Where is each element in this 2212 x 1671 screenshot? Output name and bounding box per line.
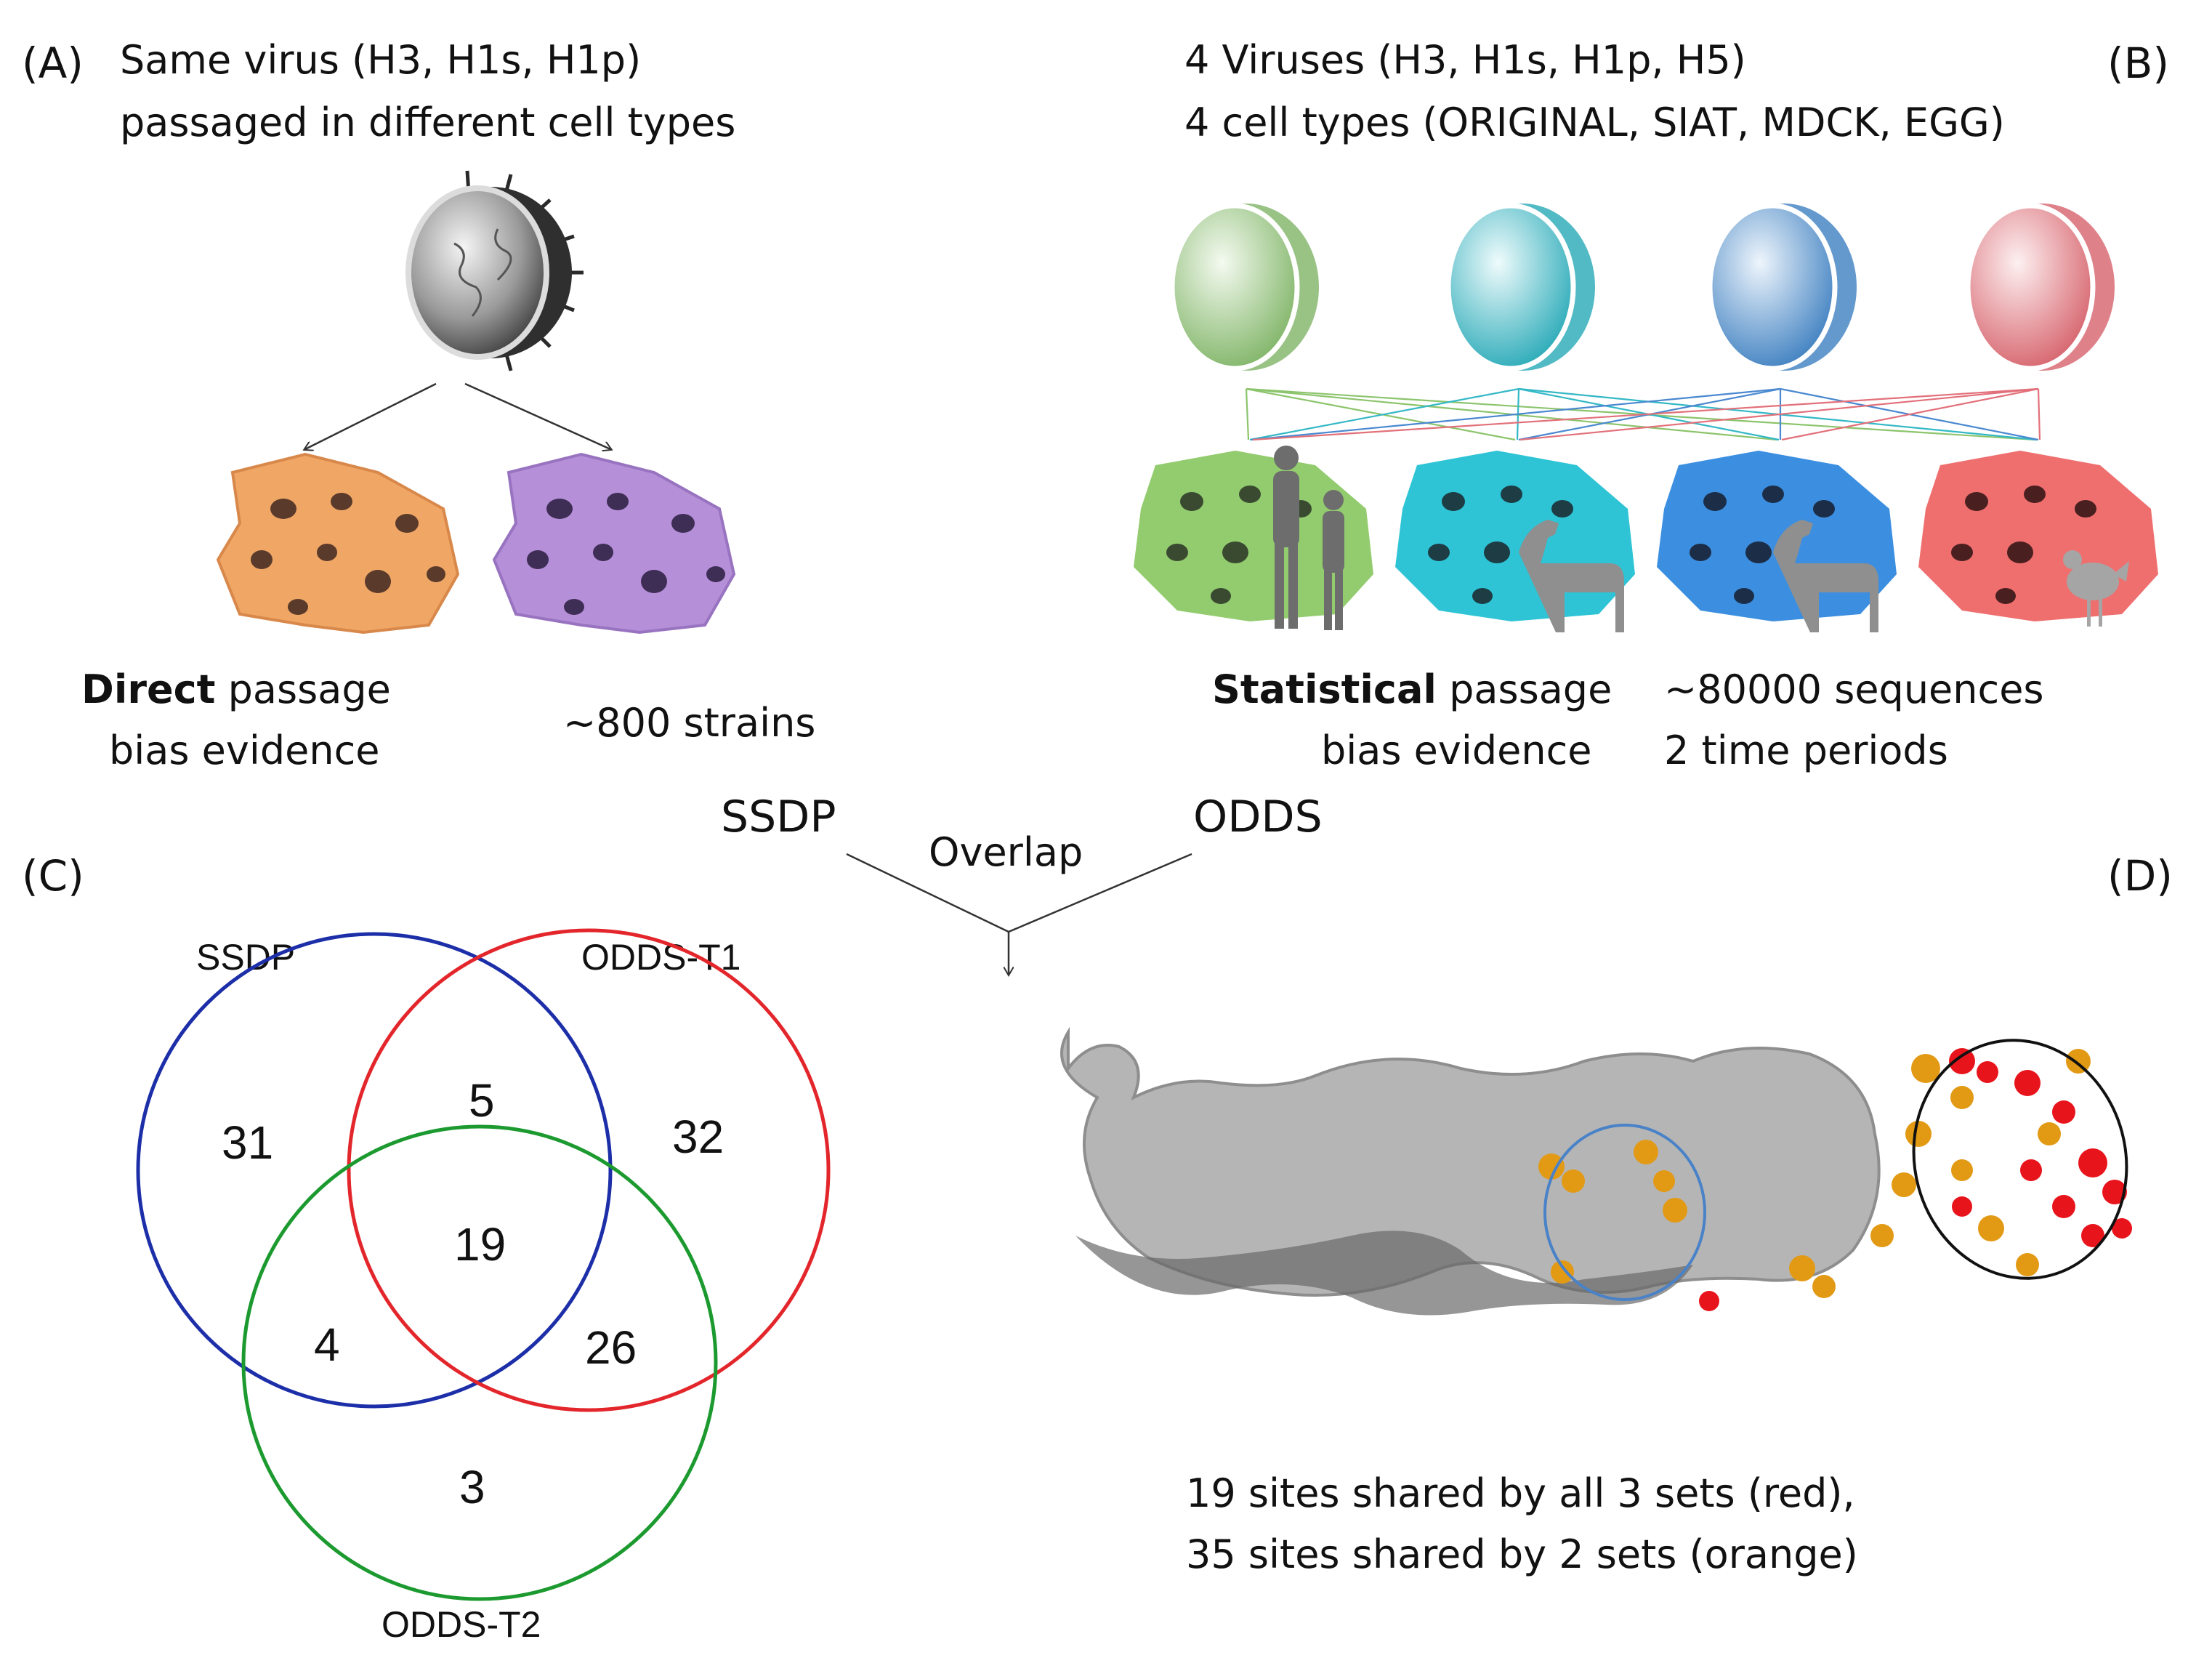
arrow-to-cell-2 — [464, 382, 610, 449]
cell-cluster-red — [1918, 451, 2158, 621]
panel-a-evidence-rest: passage — [215, 667, 391, 712]
overlap-center-label: Overlap — [929, 829, 1083, 875]
panel-d-caption-line2: 35 sites shared by 2 sets (orange) — [1186, 1531, 1858, 1577]
panel-c-label: (C) — [22, 851, 84, 901]
panel-a-evidence-line1: Direct passage — [81, 670, 391, 709]
panel-b-evidence-rest: passage — [1436, 667, 1612, 712]
overlap-left-label: SSDP — [721, 792, 836, 842]
venn-count-all-three: 19 — [454, 1218, 506, 1271]
highlight-circle-black — [1912, 1039, 2128, 1280]
highlight-circle-blue — [1543, 1124, 1706, 1301]
dog-silhouette-2 — [1773, 520, 1878, 632]
panel-b-sequences: ~80000 sequences — [1664, 667, 2044, 712]
cell-cluster-orange — [216, 452, 460, 635]
panel-a-strains: ~800 strains — [563, 700, 816, 746]
panel-a-label: (A) — [22, 39, 84, 88]
panel-b-title-line1: 4 Viruses (H3, H1s, H1p, H5) — [1184, 37, 1746, 83]
venn-label-ssdp: SSDP — [196, 937, 296, 978]
venn-label-odds-t2: ODDS-T2 — [382, 1604, 541, 1645]
venn-circle-ssdp — [136, 932, 613, 1409]
cell-cluster-blue — [1657, 451, 1897, 621]
virus-icon-green — [1169, 203, 1319, 371]
panel-b-label: (B) — [2107, 39, 2170, 88]
human-silhouettes — [1273, 446, 1344, 630]
panel-a-evidence-bold: Direct — [81, 667, 216, 712]
panel-d-caption-line1: 19 sites shared by all 3 sets (red), — [1186, 1470, 1855, 1516]
panel-a-title-line1: Same virus (H3, H1s, H1p) — [120, 37, 642, 83]
virus-icon — [405, 170, 584, 371]
venn-circle-odds-t1 — [347, 928, 831, 1412]
overlap-right-label: ODDS — [1193, 792, 1323, 842]
panel-a-evidence-line2: bias evidence — [109, 728, 380, 773]
panel-b-evidence-line2: bias evidence — [1321, 728, 1592, 773]
chicken-silhouette — [2063, 550, 2129, 627]
cell-cluster-purple — [492, 452, 736, 635]
venn-count-ssdp-t1: 5 — [469, 1074, 495, 1127]
panel-d-label: (D) — [2107, 851, 2173, 901]
venn-count-ssdp-only: 31 — [222, 1116, 274, 1169]
panel-a-title-line2: passaged in different cell types — [120, 100, 736, 145]
protein-structure-image — [1060, 1026, 2132, 1316]
panel-b-evidence-bold: Statistical — [1212, 667, 1437, 712]
cross-arrows — [1245, 387, 2041, 441]
panel-b-title-line2: 4 cell types (ORIGINAL, SIAT, MDCK, EGG) — [1184, 100, 2005, 145]
venn-label-odds-t1: ODDS-T1 — [581, 937, 741, 978]
dog-silhouette — [1519, 520, 1624, 632]
venn-count-t2-only: 3 — [459, 1461, 485, 1513]
overlap-arrows — [846, 853, 1192, 974]
venn-circle-odds-t2 — [241, 1124, 718, 1601]
virus-icon-blue — [1707, 203, 1857, 371]
virus-icon-cyan — [1445, 203, 1595, 371]
panel-b-evidence-line1: Statistical passage — [1212, 670, 1612, 709]
cell-cluster-cyan — [1395, 451, 1635, 621]
venn-count-t1-only: 32 — [672, 1111, 724, 1163]
virus-icon-red — [1965, 203, 2115, 371]
venn-count-t1-t2: 26 — [585, 1321, 637, 1374]
venn-count-ssdp-t2: 4 — [314, 1318, 340, 1371]
panel-b-periods: 2 time periods — [1664, 728, 1948, 773]
arrow-to-cell-1 — [305, 382, 437, 449]
